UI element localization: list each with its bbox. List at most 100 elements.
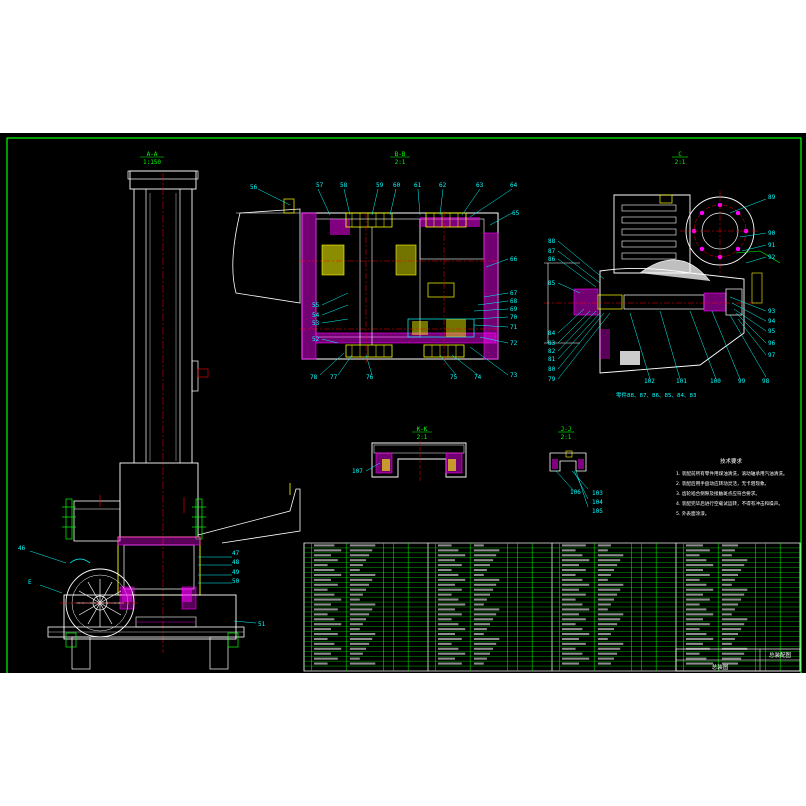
parts-list-cell-text [561,652,583,655]
technical-notes: 技术要求 1. 装配前所有零件用煤油清洗，滚动轴承用汽油清洗。 2. 装配后用手… [676,457,788,517]
parts-list-cell-text [597,564,618,567]
parts-list-cell-text [597,573,611,576]
balloon-cc-96: 96 [768,340,776,347]
parts-list-cell-text [313,588,328,591]
parts-list-cell-text [473,568,487,572]
view-aa-title: A-A [147,151,158,158]
parts-list-cell-text [313,564,328,567]
balloon-cc-80: 80 [548,366,556,373]
view-bb-scale: 2:1 [395,159,406,166]
parts-list-cell-text [437,593,452,596]
parts-list-cell-text [597,554,624,557]
parts-list-cell-text [685,608,707,611]
parts-list-cell-text [721,573,738,576]
balloon-bb-67: 67 [510,290,518,297]
parts-list-cell-text [437,662,462,665]
balloon-cc-79: 79 [548,376,556,383]
parts-list-cell-text [437,657,455,660]
parts-list-cell-text [437,623,459,626]
parts-list-cell-text [721,578,735,581]
parts-list-cell-text [349,593,363,596]
parts-list-cell-text [685,628,700,631]
parts-list-cell-text [437,652,466,655]
parts-list-cell-text [561,598,576,601]
parts-list-cell-text [561,568,586,572]
parts-list-cell-text [349,652,363,655]
balloon-aa-49: 49 [232,569,240,576]
parts-list-cell-text [473,623,490,626]
parts-list-cell-text [721,549,735,552]
parts-list-cell-text [473,642,497,645]
parts-list-cell-text [721,637,735,640]
parts-list-cell-text [349,573,376,576]
parts-list-cell-text [721,564,745,567]
parts-list-cell-text [685,598,710,601]
view-cc-note: 零件88、87、86、85、84、83 [616,391,697,399]
parts-list-cell-text [721,559,748,562]
parts-list-cell-text [685,588,714,591]
parts-list-cell-text [685,642,703,645]
parts-list-cell-text [349,623,363,626]
balloon-bb-61: 61 [414,182,422,189]
parts-list-cell-text [721,652,745,655]
balloon-jj-104: 104 [592,499,603,506]
parts-list-cell-text [561,662,579,665]
parts-list-cell-text [437,554,466,557]
parts-list-cell-text [349,618,366,621]
parts-list-cell-text [721,608,735,611]
balloon-cc-99: 99 [738,378,746,385]
parts-list-cell-text [313,593,335,596]
parts-list-cell-text [685,554,700,557]
balloon-bb-52: 52 [312,336,320,343]
view-kk: K-K 2:1 107 [352,426,467,481]
balloon-bb-73: 73 [510,372,518,379]
parts-list-cell-text [313,642,335,645]
parts-list-cell-text [437,642,452,645]
note-line-1: 1. 装配前所有零件用煤油清洗，滚动轴承用汽油清洗。 [676,470,788,477]
parts-list-cell-text [597,657,614,660]
balloon-cc-100: 100 [710,378,721,385]
parts-list-cell-text [721,613,732,616]
balloon-bb-71: 71 [510,324,518,331]
parts-list-cell-text [685,578,700,581]
parts-list-cell-text [473,549,500,552]
parts-list-cell-text [721,544,738,547]
parts-list-cell-text [473,637,500,640]
parts-list-cell-text [313,554,331,557]
parts-list-cell-text [473,583,497,586]
parts-list-cell-text [437,608,455,611]
parts-list-cell-text [473,662,484,665]
parts-list-cell-text [561,618,586,621]
parts-list-cell-text [313,583,338,586]
drawing-sheet: A-A 1:150 [0,133,806,673]
title-block-name: 总装配图 [769,651,792,659]
parts-list-cell-text [685,618,703,621]
view-kk-scale: 2:1 [417,434,428,441]
balloon-bb-78: 78 [310,374,318,381]
balloon-aa-48: 48 [232,559,240,566]
parts-list-cell-text [597,628,614,631]
parts-list-cell-text [597,632,611,636]
parts-list-cell-text [313,568,335,572]
parts-list-cell-text [313,652,331,655]
balloon-cc-82: 82 [548,348,556,355]
parts-list-cell-text [561,613,579,616]
balloon-bb-76: 76 [366,374,374,381]
parts-list-cell-text [437,628,466,631]
balloon-bb-77: 77 [330,374,338,381]
parts-list-cell-text [313,608,338,611]
parts-list-cell-text [473,632,484,636]
balloon-cc-94: 94 [768,318,776,325]
parts-list-cell-text [437,583,455,586]
balloon-cc-91: 91 [768,242,776,249]
parts-list-cell-text [349,637,373,640]
balloon-aa-46: 46 [18,545,26,552]
parts-list-cell-text [597,613,624,616]
parts-list-cell-text [597,578,608,581]
parts-list-cell-text [721,662,738,665]
parts-list-cell-text [437,603,466,606]
parts-list-cell-text [349,549,373,552]
parts-list-cell-text [313,559,338,562]
parts-list-cell-text [313,657,338,660]
parts-list-cell-text [561,564,579,567]
